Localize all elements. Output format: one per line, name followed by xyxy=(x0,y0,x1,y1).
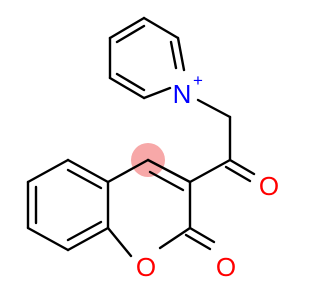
bond xyxy=(106,158,150,184)
molecule-canvas: N + O O O xyxy=(26,16,280,282)
bond xyxy=(146,158,192,184)
bond xyxy=(66,158,110,184)
bond xyxy=(158,226,192,250)
ring-oxygen-label: O xyxy=(136,252,156,282)
pyranone-ring xyxy=(106,158,216,258)
pyridinium-ring xyxy=(108,16,186,100)
lactone-oxygen-label: O xyxy=(216,252,236,282)
nitrogen-atom-label: N xyxy=(173,79,192,109)
bond xyxy=(142,16,180,40)
double-bond-inner xyxy=(115,24,146,44)
acyl-linker xyxy=(188,98,256,184)
lactone-carbonyl-bond xyxy=(184,233,212,251)
bond xyxy=(66,226,110,252)
carbonyl-bond xyxy=(228,158,256,176)
lactone-carbonyl-bond xyxy=(188,226,216,244)
benzene-ring xyxy=(26,158,110,252)
double-bond-inner xyxy=(148,170,185,192)
carbonyl-oxygen-label: O xyxy=(259,171,279,201)
double-bond-inner xyxy=(115,72,146,92)
double-bond-inner xyxy=(66,168,103,190)
bond xyxy=(142,86,172,100)
double-bond-inner xyxy=(169,40,178,70)
bond xyxy=(26,226,70,252)
molecule-structure: N + O O O xyxy=(26,16,279,282)
bond xyxy=(108,16,146,40)
bond xyxy=(176,36,186,72)
double-bond-inner xyxy=(66,220,103,242)
carbonyl-bond xyxy=(224,165,252,183)
bond xyxy=(26,158,70,184)
positive-charge-label: + xyxy=(193,71,203,90)
bond xyxy=(108,76,146,100)
bond xyxy=(106,226,133,258)
bond xyxy=(188,158,232,184)
bond xyxy=(196,98,232,119)
